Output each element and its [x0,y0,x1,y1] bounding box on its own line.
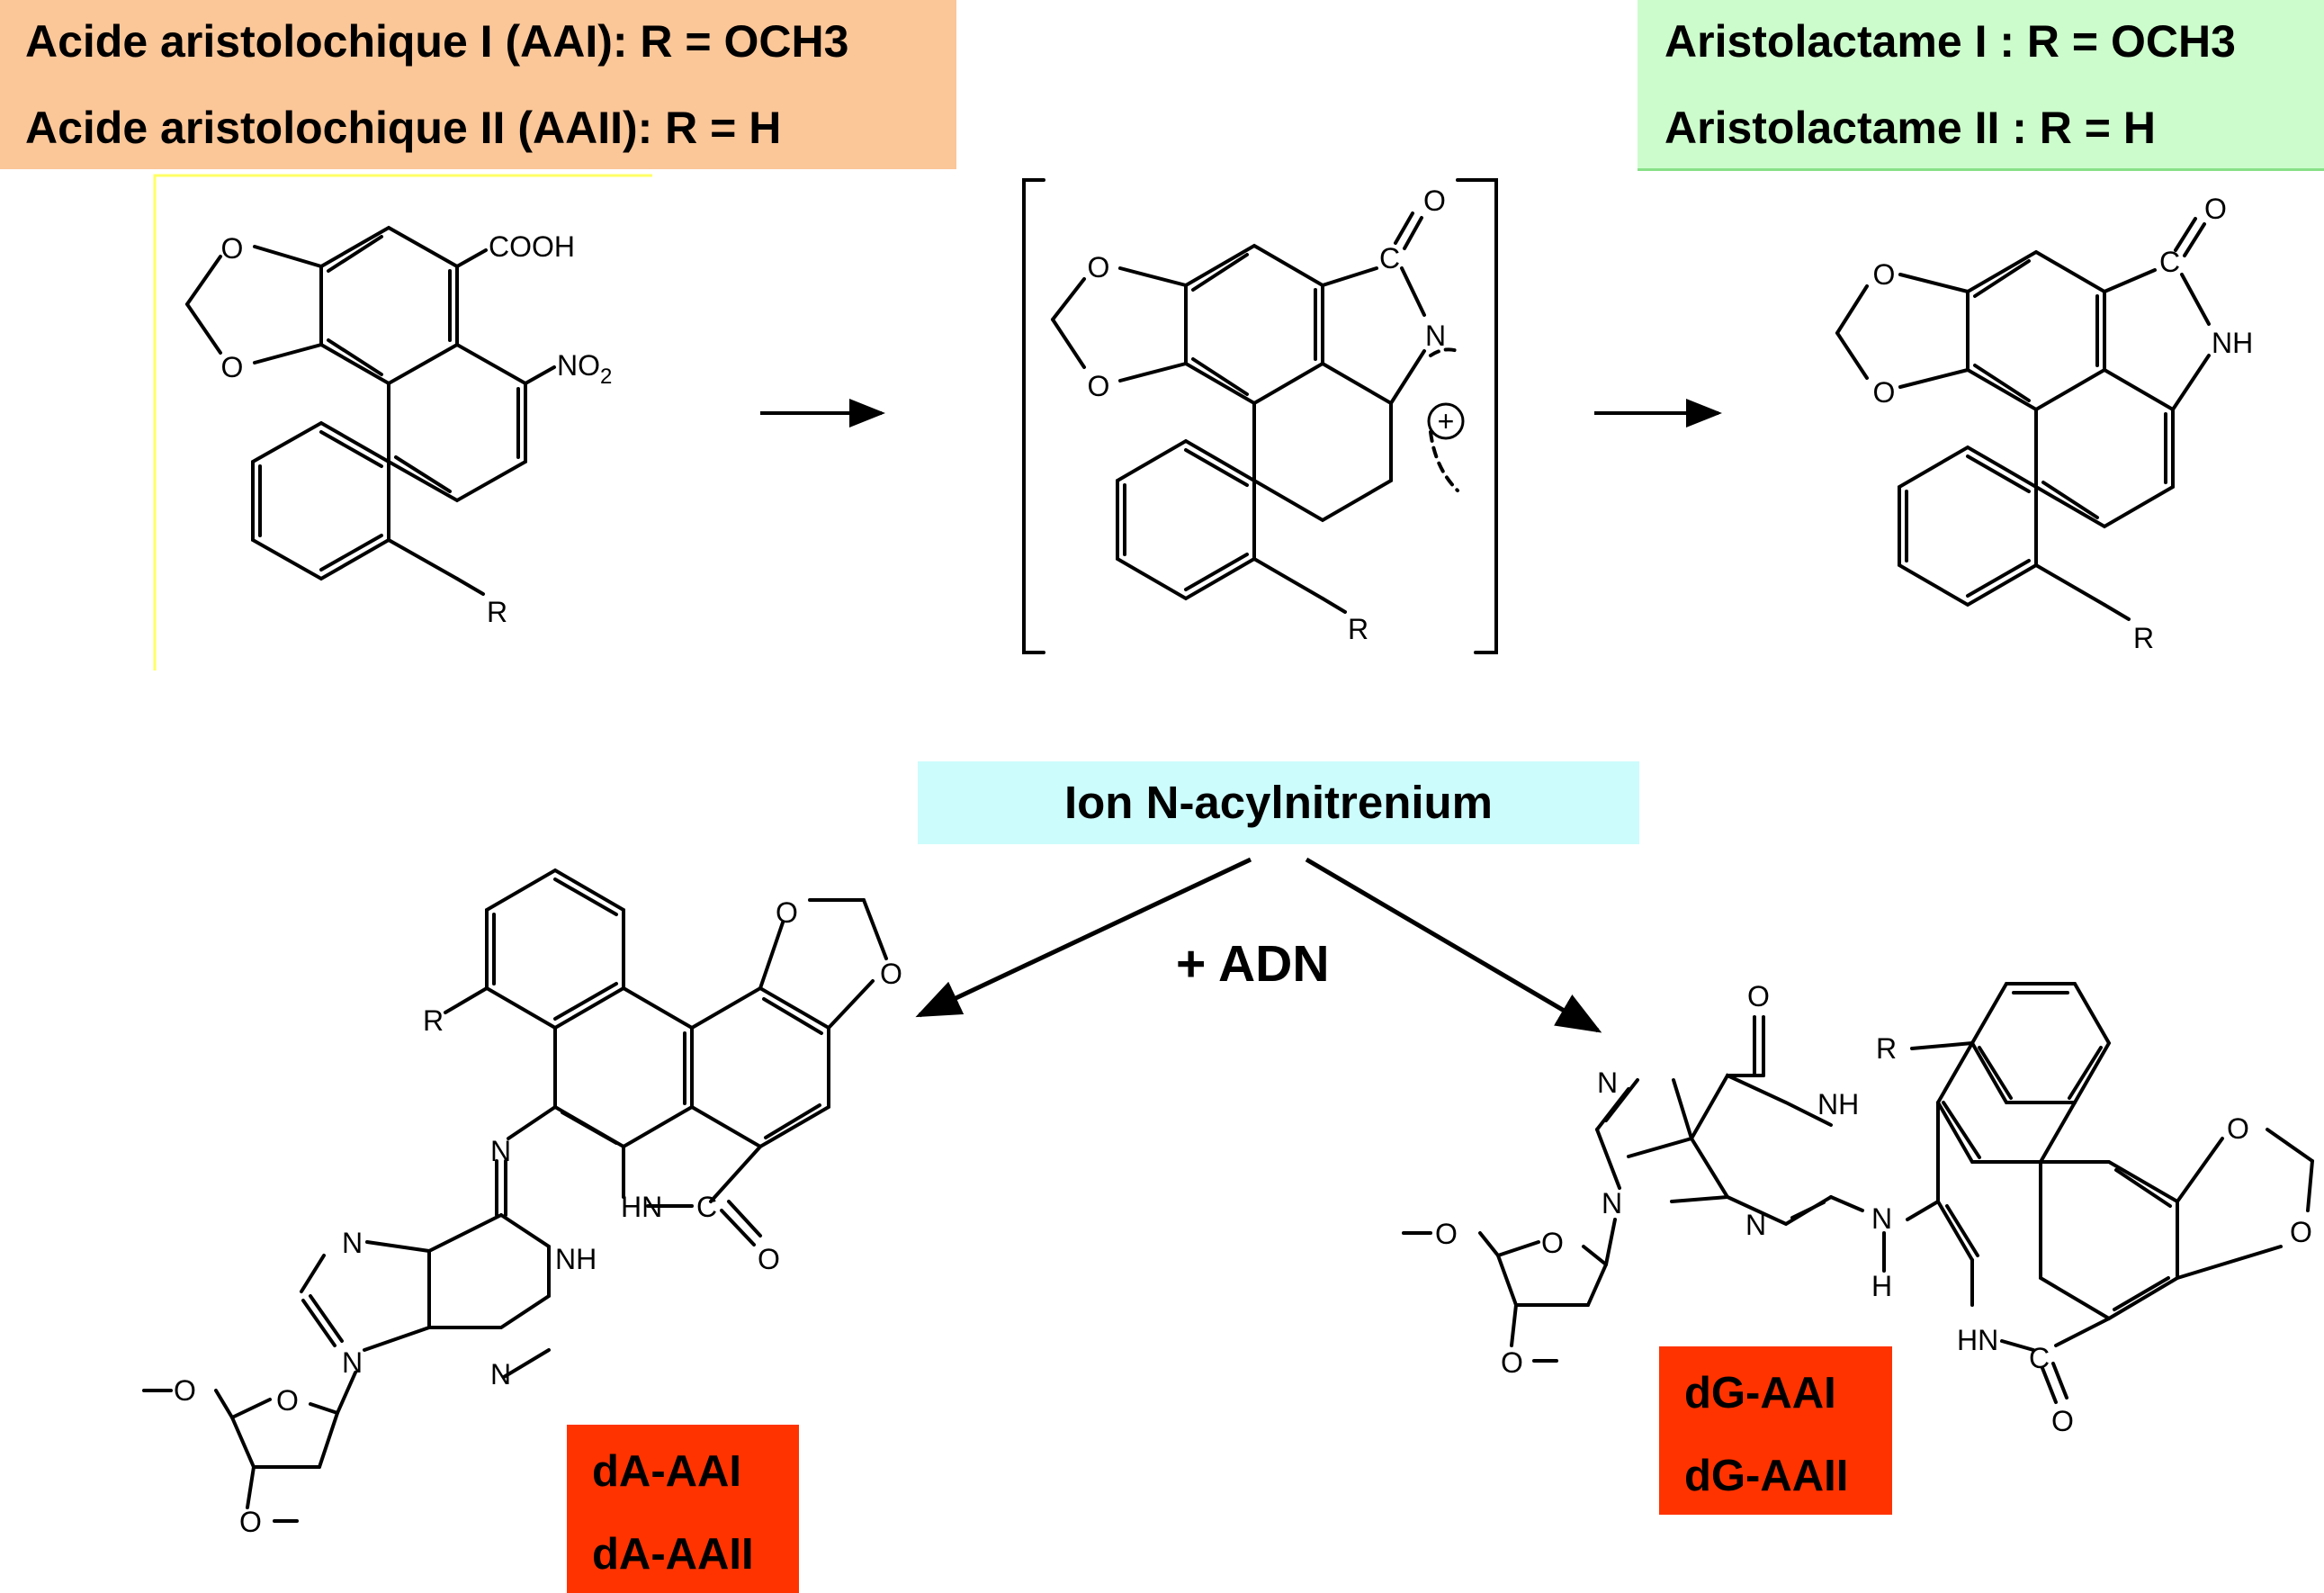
dg-o-3prime: O [1501,1346,1523,1379]
aa-no2: NO2 [557,349,612,389]
da-o-5prime: O [174,1374,196,1407]
al-nh: NH [2212,327,2253,359]
da-o-top: O [776,896,798,929]
da-nh: NH [555,1243,597,1275]
aristolochic-acid-2-label: Acide aristolochique II (AAII): R = H [25,103,782,153]
arrow-to-dg-adduct [1305,857,1602,1033]
da-hn: HN [621,1191,662,1223]
dg-aai-label: dG-AAI [1684,1369,1836,1418]
dg-hn: HN [1957,1324,1998,1356]
dg-o-right: O [2290,1216,2312,1248]
da-n-imine: N [490,1135,511,1167]
aristolactam-1-label: Aristolactame I : R = OCH3 [1664,16,2236,67]
aa-no2-subscript: 2 [600,364,612,389]
dg-carbonyl-o6: O [1747,980,1770,1012]
da-o-right: O [880,958,902,990]
dg-adduct-structure [1402,982,2314,1404]
aa-o-bottom: O [221,351,244,383]
ion-c: C [1379,242,1400,274]
al-carbonyl-o: O [2204,193,2227,225]
aa-no2-main: NO [557,349,600,382]
al-c: C [2159,246,2180,278]
al-r: R [2133,622,2154,654]
dg-n-link: N [1871,1202,1892,1235]
ion-n: N [1425,320,1446,352]
da-o-3prime: O [239,1506,262,1538]
da-n9: N [342,1346,363,1379]
dg-c: C [2029,1342,2050,1374]
al-o-top: O [1873,258,1896,291]
arrow-to-da-adduct [915,857,1252,1018]
da-aaii-label: dA-AAII [592,1530,754,1579]
nitrenium-ion-structure [1022,178,1498,654]
dg-n7: N [1597,1066,1618,1099]
dg-carbonyl-o: O [2051,1405,2074,1437]
al-o-bottom: O [1873,376,1896,409]
plus-dna-label: + ADN [1176,935,1330,993]
aristolochic-acid-label-box: Acide aristolochique I (AAI): R = OCH3 A… [0,0,956,169]
da-n1: N [490,1358,511,1390]
guide-line [153,174,652,670]
nitrenium-ion-label: Ion N-acylnitrenium [1063,777,1494,828]
aa-r: R [487,596,507,628]
dg-h-link: H [1871,1270,1892,1302]
da-aai-label: dA-AAI [592,1447,742,1496]
da-sugar-o: O [276,1384,299,1417]
aristolochic-acid-1-label: Acide aristolochique I (AAI): R = OCH3 [25,16,849,67]
aa-cooh: COOH [489,230,575,263]
aristolactam-label-box: Aristolactame I : R = OCH3 Aristolactame… [1638,0,2324,171]
ion-r: R [1348,613,1368,645]
ion-plus-charge: + [1438,405,1455,437]
dg-nh: NH [1817,1088,1859,1120]
da-c: C [696,1191,717,1223]
da-r: R [423,1004,444,1037]
aristolactam-2-label: Aristolactame II : R = H [1664,103,2156,153]
dg-r: R [1876,1032,1897,1065]
dg-adduct-label-box: dG-AAI dG-AAII [1659,1346,1892,1515]
aristolochic-acid-structure [185,225,556,596]
da-carbonyl-o: O [758,1243,780,1275]
da-adduct-structure [142,868,888,1523]
da-adduct-label-box: dA-AAI dA-AAII [567,1425,799,1593]
dg-n9: N [1602,1187,1622,1220]
aa-o-top: O [221,232,244,265]
dg-o-top: O [2227,1112,2249,1145]
nitrenium-ion-label-box: Ion N-acylnitrenium [918,761,1639,844]
dg-n3: N [1745,1209,1766,1241]
aristolactam-structure [1835,217,2211,621]
dg-sugar-o: O [1541,1227,1564,1259]
ion-carbonyl-o: O [1423,184,1446,217]
da-n7: N [342,1227,363,1259]
ion-o-top: O [1088,251,1110,284]
ion-o-bottom: O [1088,370,1110,402]
dg-o-5prime: O [1435,1218,1458,1250]
dg-aaii-label: dG-AAII [1684,1452,1849,1500]
